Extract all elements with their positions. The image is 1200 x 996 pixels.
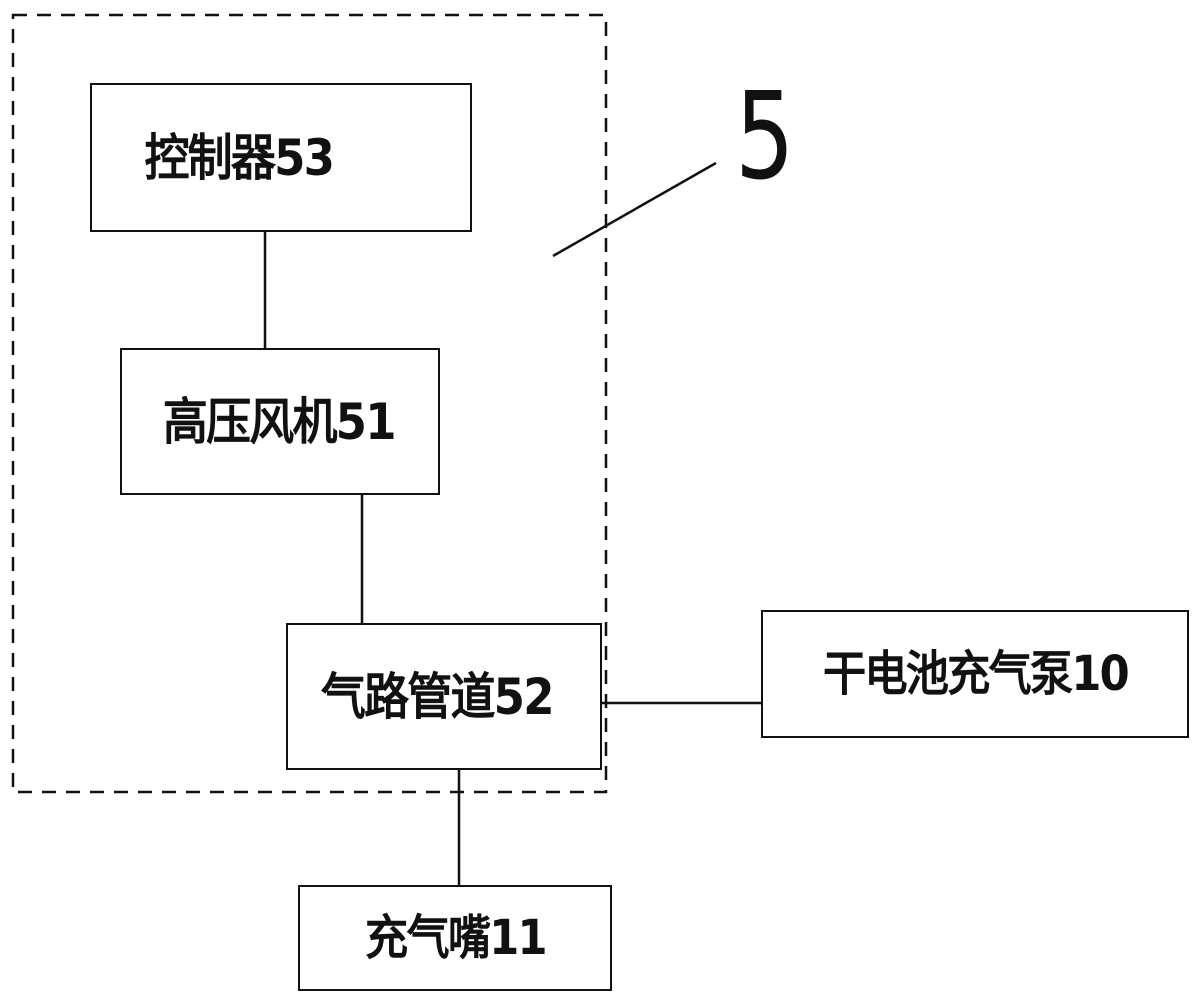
blower-label: 高压风机51 bbox=[162, 392, 397, 451]
group-reference-number: 5 bbox=[735, 68, 795, 207]
reference-leader-line bbox=[552, 161, 717, 258]
battery-inflator-pump-block: 干电池充气泵10 bbox=[761, 610, 1189, 738]
nozzle-label: 充气嘴11 bbox=[364, 910, 548, 966]
controller-label: 控制器53 bbox=[144, 128, 334, 187]
inflation-nozzle-block: 充气嘴11 bbox=[298, 885, 612, 991]
group-boundary-dashed bbox=[11, 13, 608, 794]
pipe-label: 气路管道52 bbox=[320, 667, 555, 726]
pump-label: 干电池充气泵10 bbox=[822, 646, 1130, 702]
high-pressure-blower-block: 高压风机51 bbox=[120, 348, 440, 495]
controller-block: 控制器53 bbox=[90, 83, 472, 232]
air-pipe-block: 气路管道52 bbox=[286, 623, 602, 770]
